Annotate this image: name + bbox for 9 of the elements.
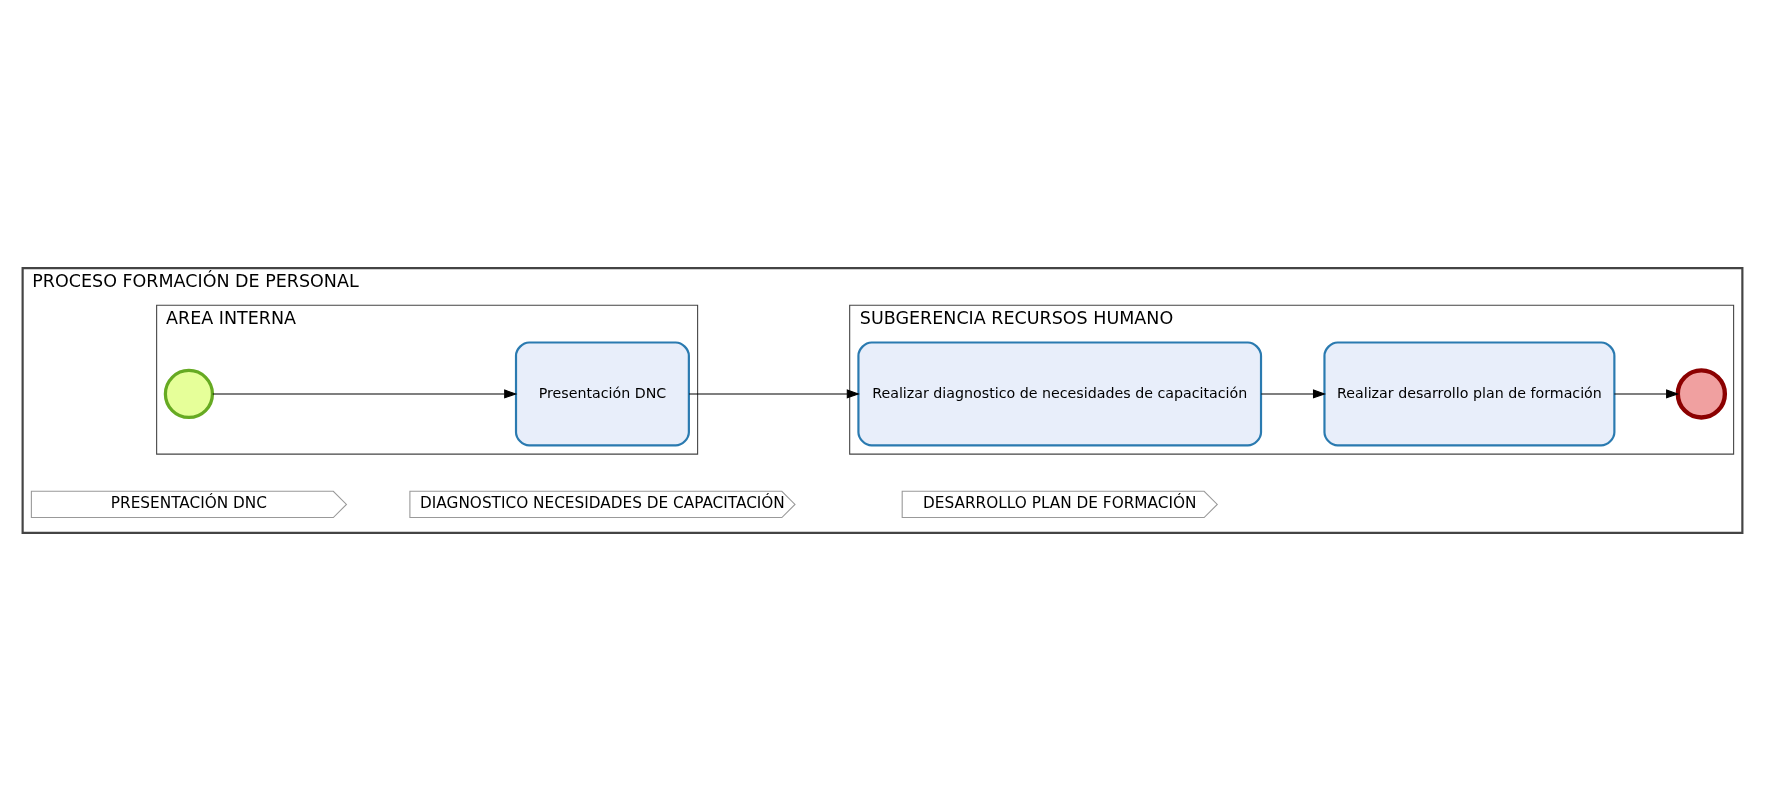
node-circle — [163, 368, 215, 419]
arrow — [1260, 388, 1327, 399]
arrow — [1613, 388, 1680, 399]
node-box: Presentación DNC — [514, 340, 690, 446]
arrow — [688, 388, 860, 399]
node-circle — [1675, 367, 1728, 420]
arrow — [212, 388, 518, 399]
node-box: Realizar diagnostico de necesidades de capacitación — [857, 340, 1263, 446]
node-box: Realizar desarrollo plan de formación — [1323, 340, 1616, 446]
